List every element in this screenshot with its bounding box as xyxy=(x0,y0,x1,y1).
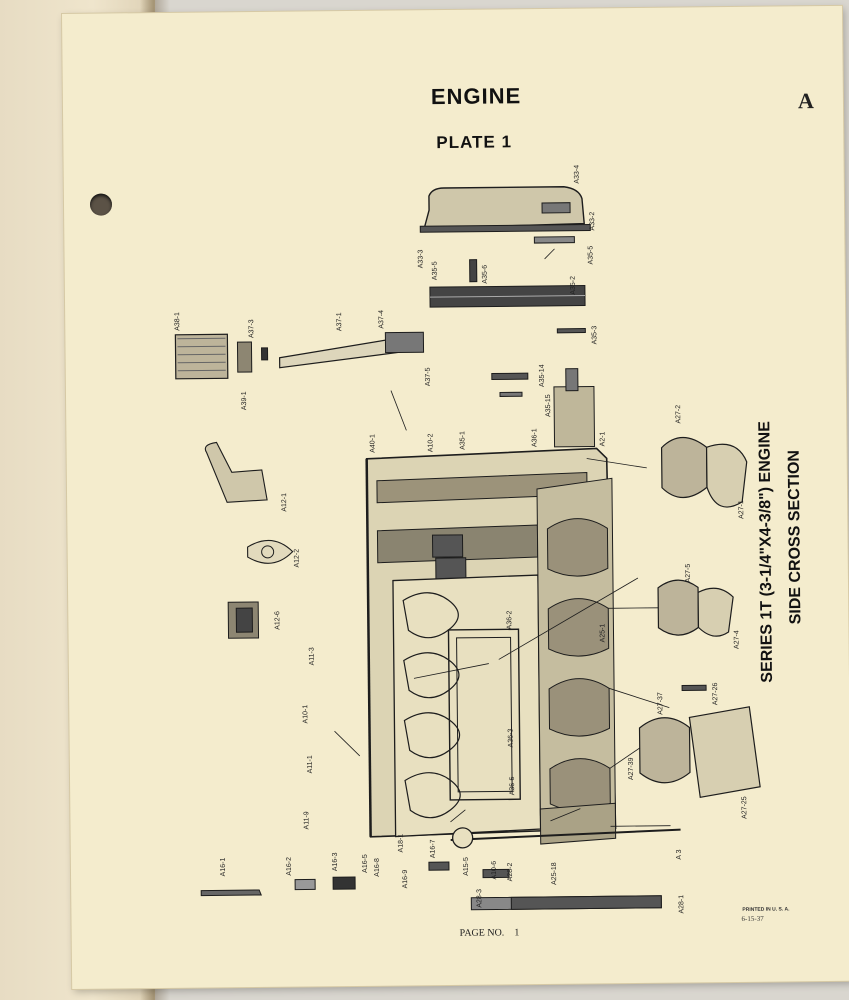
leader-lines xyxy=(334,248,671,827)
label-a12-6: A12-6 xyxy=(274,611,281,630)
label-a35-6: A35-6 xyxy=(482,265,489,284)
manual-page: ENGINE A PLATE 1 SERIES 1T (3-1/4"X4-3/8… xyxy=(62,5,849,989)
label-a15-5: A15-5 xyxy=(463,857,470,876)
label-a27-37: A27-37 xyxy=(657,692,664,715)
page-number-value: 1 xyxy=(514,927,520,939)
printed-in-usa: PRINTED IN U. S. A. xyxy=(742,906,790,913)
label-a27-1: A27-1 xyxy=(738,500,745,519)
label-a3: A 3 xyxy=(676,849,683,859)
engine-block-drawing xyxy=(365,368,681,911)
label-a25-1: A25-1 xyxy=(599,624,606,643)
label-a16-1: A16-1 xyxy=(220,858,227,877)
label-a38-1: A38-1 xyxy=(174,312,181,331)
label-a33-3: A33-3 xyxy=(417,249,424,268)
label-a35-14: A35-14 xyxy=(539,364,546,387)
label-a2-1: A2-1 xyxy=(599,431,606,446)
valve-cover-drawing xyxy=(419,186,591,397)
label-a27-25: A27-25 xyxy=(741,796,748,819)
label-a16-5: A16-5 xyxy=(362,854,369,873)
label-a35-3: A35-3 xyxy=(591,326,598,345)
label-a33-2: A33-2 xyxy=(589,212,596,231)
label-a11-9: A11-9 xyxy=(303,811,310,829)
label-a16-8: A16-8 xyxy=(374,858,381,877)
label-a35-1: A35-1 xyxy=(459,431,466,450)
label-a25-18: A25-18 xyxy=(551,862,558,885)
label-a35-5b: A35-5 xyxy=(587,246,594,265)
label-a28-3: A28-3 xyxy=(476,889,483,908)
label-a27-5: A27-5 xyxy=(685,564,692,583)
label-a37-4: A37-4 xyxy=(378,310,385,329)
label-a16-7: A16-7 xyxy=(430,839,437,858)
left-side-parts-drawing xyxy=(200,441,450,897)
label-a12-2: A12-2 xyxy=(294,549,301,568)
label-a27-2: A27-2 xyxy=(675,405,682,424)
label-a10-6: A10-6 xyxy=(491,861,498,880)
label-a27-4: A27-4 xyxy=(733,630,740,649)
label-a11-1: A11-1 xyxy=(307,755,314,773)
label-a27-26: A27-26 xyxy=(712,682,719,705)
label-a35-2: A35-2 xyxy=(570,276,577,295)
label-a16-3: A16-3 xyxy=(332,852,339,871)
label-a37-3: A37-3 xyxy=(248,319,255,338)
label-a35-5: A35-5 xyxy=(432,261,439,280)
label-a16-2: A16-2 xyxy=(286,857,293,876)
label-a28-2: A28-2 xyxy=(507,863,514,882)
print-date: 6-15-37 xyxy=(741,914,764,923)
page-number-label: PAGE NO. xyxy=(459,927,505,939)
label-a10-1: A10-1 xyxy=(302,705,309,724)
label-a39-1: A39-1 xyxy=(241,391,248,410)
label-a16-9: A16-9 xyxy=(402,870,409,889)
part-labels: A33-4 A33-2 A33-3 A35-5 A35-6 A35-5 A35-… xyxy=(174,165,748,914)
label-a40-1: A40-1 xyxy=(369,434,376,453)
engine-cross-section-diagram: A33-4 A33-2 A33-3 A35-5 A35-6 A35-5 A35-… xyxy=(174,165,761,914)
label-a10-2: A10-2 xyxy=(427,433,434,452)
label-a27-39: A27-39 xyxy=(628,757,635,780)
label-a33-4: A33-4 xyxy=(574,165,581,184)
bearing-assemblies-drawing xyxy=(638,436,761,799)
page-number-footer: PAGE NO. 1 xyxy=(460,927,520,939)
label-a28-1: A28-1 xyxy=(678,895,685,914)
label-a36-6: A36-6 xyxy=(509,777,516,796)
label-a37-1: A37-1 xyxy=(336,312,343,331)
label-a36-2: A36-2 xyxy=(506,611,513,630)
label-a11-3: A11-3 xyxy=(309,647,316,665)
label-a36-1: A36-1 xyxy=(531,428,538,447)
label-a18-1: A18-1 xyxy=(398,834,405,853)
rocker-arm-drawing xyxy=(174,331,425,380)
label-a37-5: A37-5 xyxy=(425,367,432,386)
label-a12-1: A12-1 xyxy=(281,493,288,512)
label-a36-3: A36-3 xyxy=(508,729,515,748)
label-a35-15: A35-15 xyxy=(545,394,552,417)
